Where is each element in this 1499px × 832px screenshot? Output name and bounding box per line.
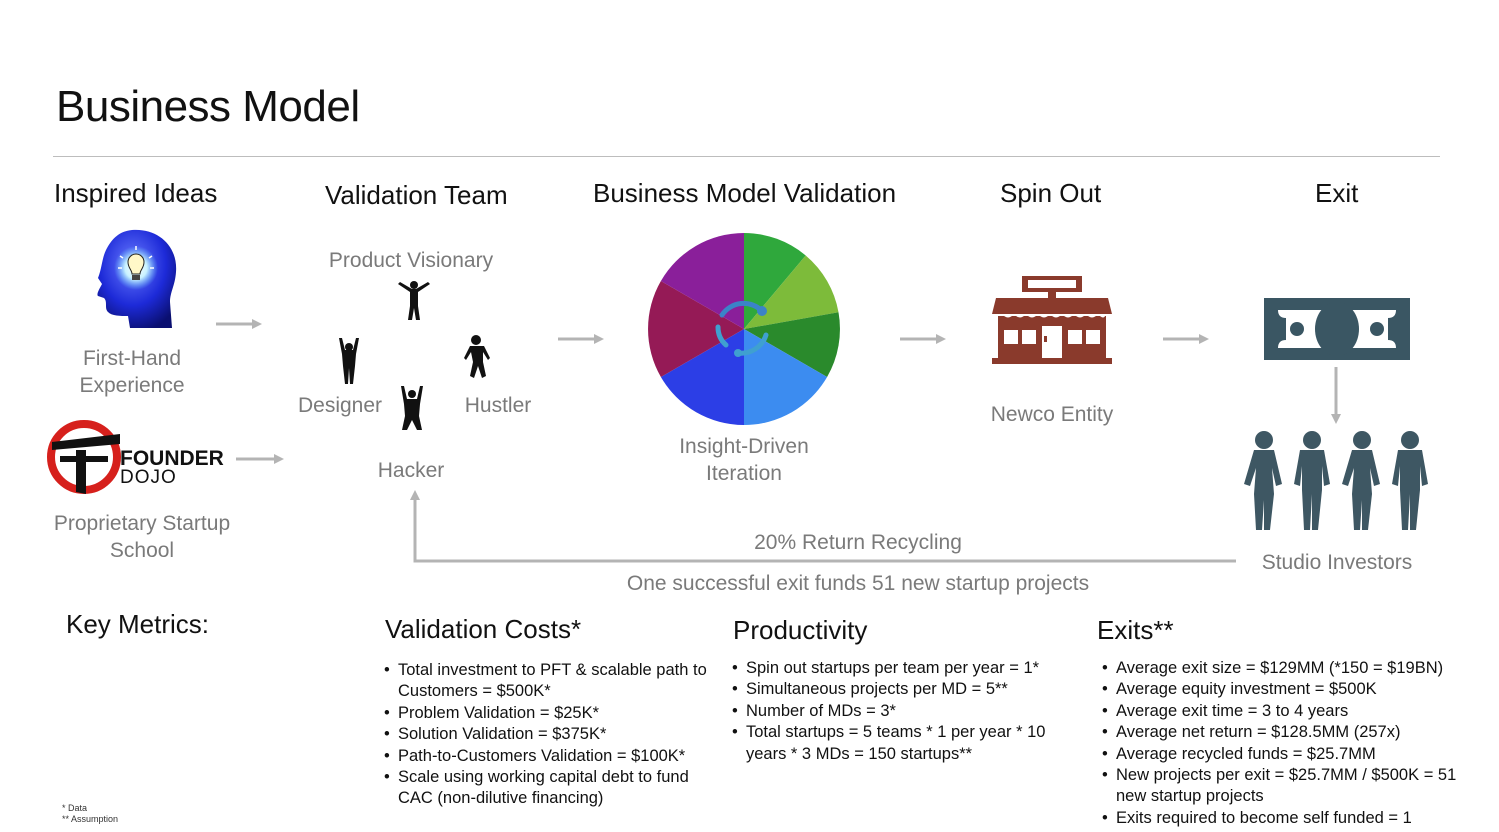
- exits-heading: Exits**: [1097, 615, 1174, 645]
- validation-costs-heading: Validation Costs*: [385, 614, 582, 644]
- heading-exit: Exit: [1315, 178, 1359, 208]
- list-item: Exits required to become self funded = 1: [1102, 808, 1484, 830]
- footnote-data: * Data: [62, 803, 88, 813]
- investor-group-icon: [1244, 431, 1428, 530]
- productivity-list: Spin out startups per team per year = 1*…: [732, 658, 1074, 765]
- svg-text:FOUNDER: FOUNDER: [120, 447, 224, 470]
- newco-entity-label: Newco Entity: [990, 403, 1114, 426]
- recycling-funds-label: One successful exit funds 51 new startup…: [626, 572, 1090, 595]
- brain-lightbulb-icon: [97, 229, 177, 328]
- heading-spin-out: Spin Out: [1000, 178, 1102, 208]
- page-title: Business Model: [56, 82, 360, 131]
- heading-validation-team: Validation Team: [325, 180, 508, 210]
- key-metrics-heading: Key Metrics:: [66, 609, 210, 639]
- list-item: Average equity investment = $500K: [1102, 679, 1484, 701]
- exits-list: Average exit size = $129MM (*150 = $19BN…: [1102, 658, 1484, 830]
- designer-person-icon: [339, 338, 359, 384]
- list-item: Path-to-Customers Validation = $100K*: [384, 746, 716, 768]
- product-visionary-label: Product Visionary: [328, 249, 494, 272]
- arrow-recycling-loop: [410, 490, 1236, 563]
- productivity-heading: Productivity: [733, 615, 868, 645]
- list-item: Scale using working capital debt to fund…: [384, 767, 716, 810]
- list-item: Total investment to PFT & scalable path …: [384, 660, 716, 703]
- founder-dojo-logo: FOUNDER DOJO: [47, 420, 224, 494]
- list-item: Simultaneous projects per MD = 5**: [732, 679, 1074, 701]
- product-visionary-person-icon: [398, 281, 430, 320]
- hacker-label: Hacker: [377, 459, 445, 482]
- banknote-icon: [1264, 298, 1410, 360]
- heading-business-model-validation: Business Model Validation: [593, 178, 897, 208]
- list-item: Total startups = 5 teams * 1 per year * …: [732, 722, 1074, 765]
- hacker-person-icon: [401, 386, 423, 430]
- list-item: Solution Validation = $375K*: [384, 724, 716, 746]
- return-recycling-label: 20% Return Recycling: [754, 531, 962, 554]
- list-item: Number of MDs = 3*: [732, 701, 1074, 723]
- list-item: Average net return = $128.5MM (257x): [1102, 722, 1484, 744]
- footnote-assumption: ** Assumption: [62, 814, 119, 824]
- list-item: Problem Validation = $25K*: [384, 703, 716, 725]
- studio-investors-label: Studio Investors: [1261, 551, 1413, 574]
- hustler-person-icon: [464, 335, 490, 378]
- list-item: Spin out startups per team per year = 1*: [732, 658, 1074, 680]
- heading-inspired-ideas: Inspired Ideas: [54, 178, 218, 208]
- color-wheel-icon: [648, 233, 840, 425]
- storefront-icon: [992, 276, 1112, 364]
- list-item: Average exit time = 3 to 4 years: [1102, 701, 1484, 723]
- svg-text:DOJO: DOJO: [120, 467, 177, 488]
- validation-costs-list: Total investment to PFT & scalable path …: [384, 660, 716, 810]
- list-item: Average recycled funds = $25.7MM: [1102, 744, 1484, 766]
- list-item: Average exit size = $129MM (*150 = $19BN…: [1102, 658, 1484, 680]
- title-divider: [53, 156, 1440, 157]
- hustler-label: Hustler: [464, 394, 532, 417]
- list-item: New projects per exit = $25.7MM / $500K …: [1102, 765, 1484, 808]
- designer-label: Designer: [297, 394, 383, 417]
- footnotes: * Data ** Assumption: [62, 803, 118, 825]
